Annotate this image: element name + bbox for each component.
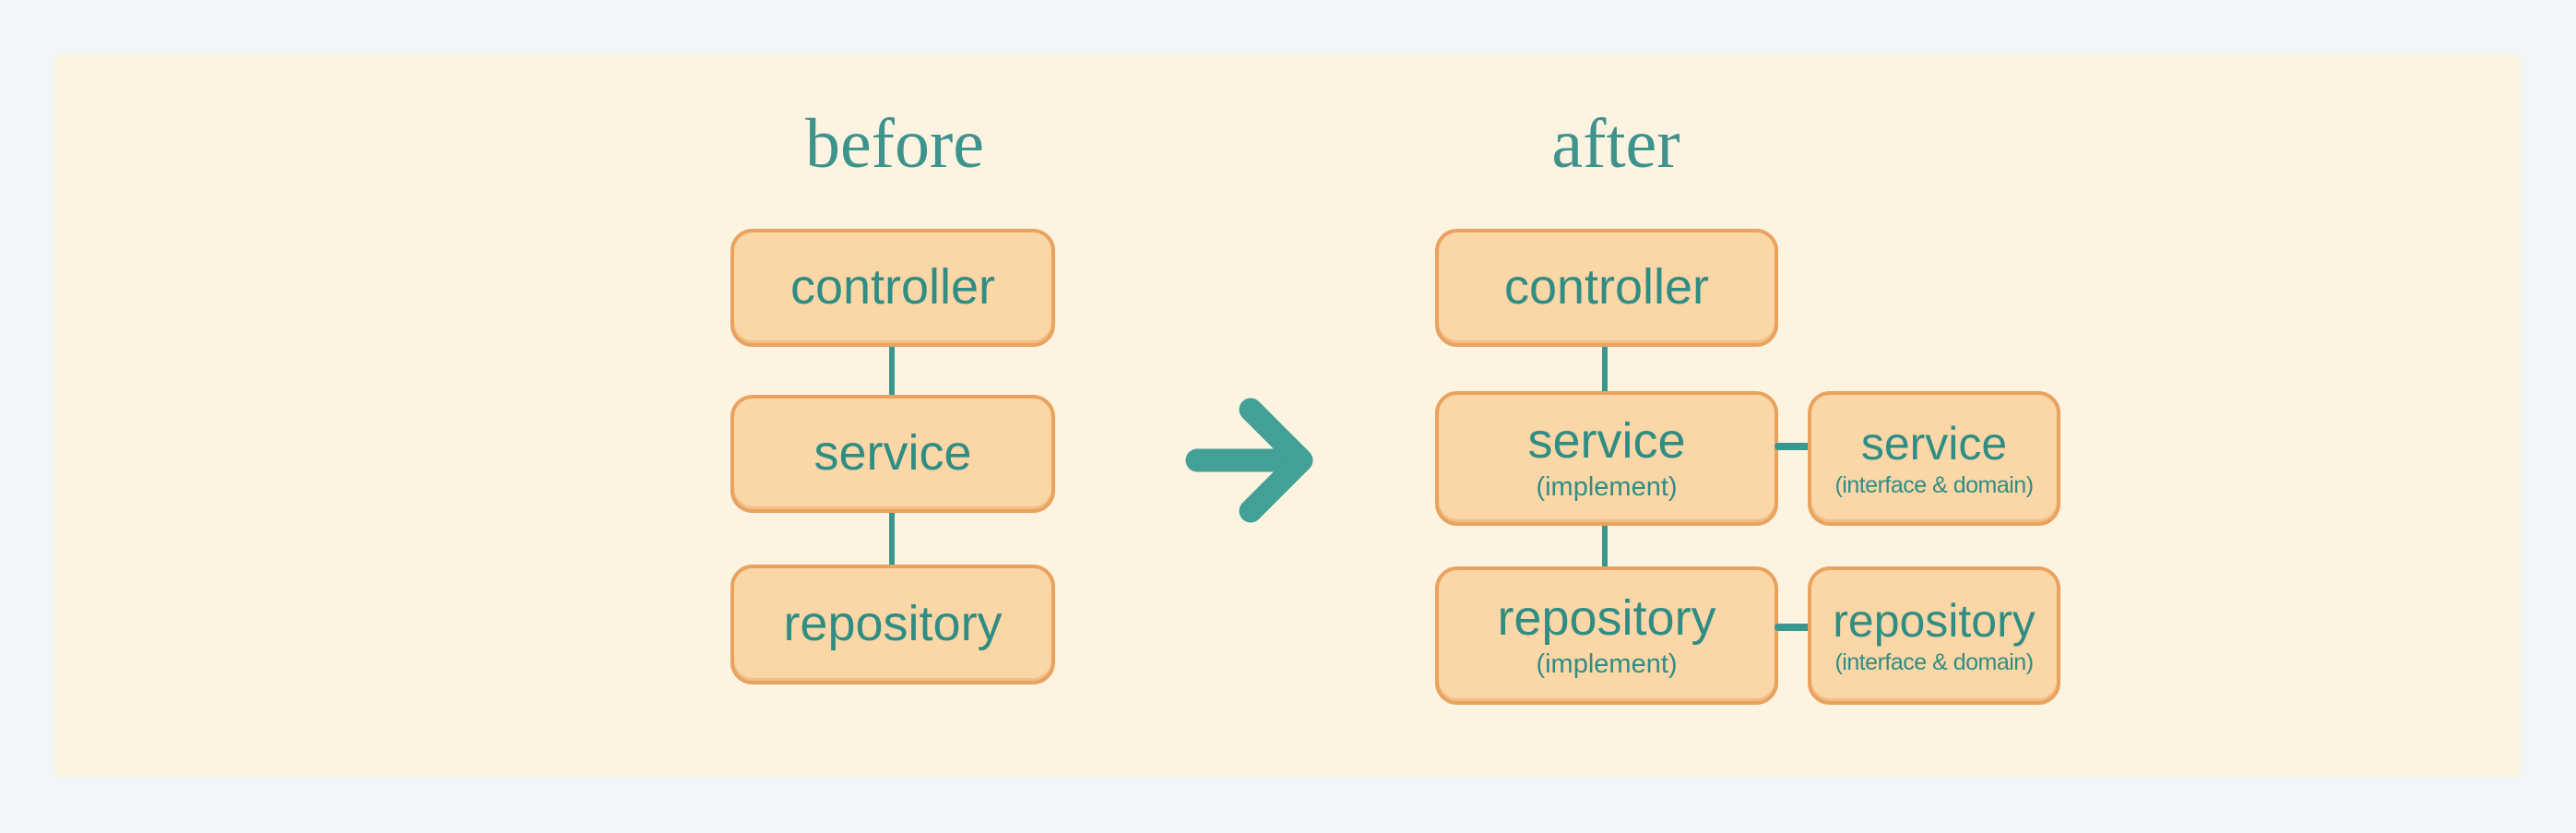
before-node-service: service: [730, 395, 1055, 513]
node-sublabel: (implement): [1536, 471, 1678, 502]
after-node-service-implement: service (implement): [1435, 391, 1778, 526]
connector-after-controller-service: [1602, 347, 1608, 391]
after-node-controller: controller: [1435, 229, 1778, 347]
before-title: before: [804, 105, 985, 183]
node-label: repository: [1497, 590, 1716, 647]
node-label: service: [1527, 413, 1686, 470]
node-sublabel: (interface & domain): [1834, 649, 2034, 675]
after-node-repository-interface-domain: repository (interface & domain): [1808, 566, 2060, 705]
node-label: repository: [1833, 594, 2036, 647]
node-label: repository: [783, 596, 1003, 652]
after-node-service-interface-domain: service (interface & domain): [1808, 391, 2060, 526]
connector-before-service-repository: [889, 513, 895, 565]
before-node-controller: controller: [730, 229, 1055, 347]
before-node-repository: repository: [730, 565, 1055, 684]
node-label: controller: [789, 259, 996, 315]
node-sublabel: (implement): [1536, 649, 1678, 679]
connector-service-implement-interface: [1775, 443, 1811, 450]
node-sublabel: (interface & domain): [1834, 471, 2034, 498]
connector-before-controller-service: [889, 347, 895, 395]
connector-repository-implement-interface: [1775, 624, 1811, 631]
right-arrow-icon: [1184, 393, 1324, 528]
node-label: service: [813, 425, 972, 482]
after-title: after: [1551, 105, 1680, 183]
node-label: controller: [1503, 259, 1710, 315]
connector-after-service-repository: [1602, 526, 1608, 566]
node-label: service: [1860, 417, 2008, 470]
diagram-panel: [55, 55, 2521, 777]
after-node-repository-implement: repository (implement): [1435, 566, 1778, 705]
